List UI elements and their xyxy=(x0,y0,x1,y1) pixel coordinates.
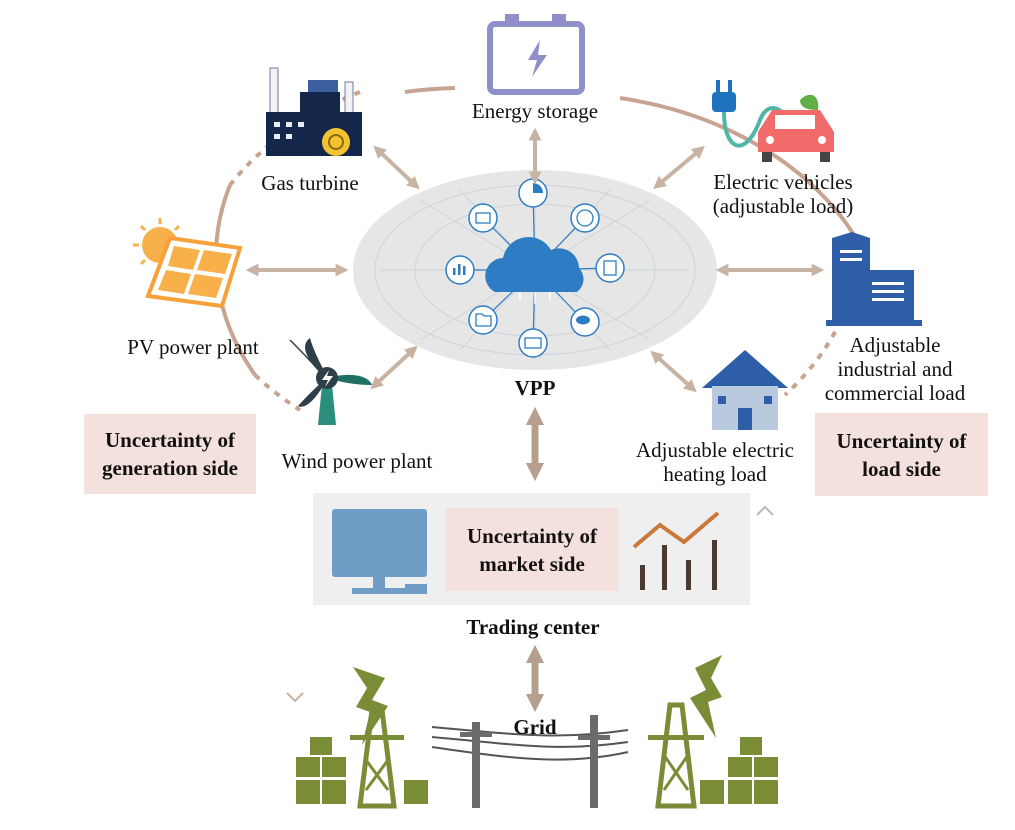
globe-icon xyxy=(570,203,600,233)
electric-vehicles-label: Electric vehicles (adjustable load) xyxy=(712,170,854,218)
vpp-network xyxy=(353,170,717,370)
industrial-load-label: Adjustable industrial and commercial loa… xyxy=(824,333,966,405)
gas-turbine-label: Gas turbine xyxy=(261,171,359,195)
solar-panel-icon xyxy=(133,218,243,309)
pv-power-plant-label: PV power plant xyxy=(127,335,259,359)
office-building-icon xyxy=(826,232,922,326)
chevron-up-icon xyxy=(756,505,774,516)
monitor-icon xyxy=(332,509,427,594)
cloud-icon xyxy=(485,237,584,292)
wind-turbine-icon xyxy=(289,338,372,425)
market-chart-icon xyxy=(632,511,720,590)
heating-load-label: Adjustable electric heating load xyxy=(635,438,794,486)
folder-icon xyxy=(468,305,498,335)
car-charging-icon xyxy=(712,80,834,162)
factory-icon xyxy=(266,67,362,156)
contacts-icon xyxy=(595,253,625,283)
mail-icon xyxy=(468,203,498,233)
wind-power-plant-label: Wind power plant xyxy=(281,449,433,473)
house-icon xyxy=(702,350,788,430)
generation-uncertainty-box: Uncertainty of generation side xyxy=(84,414,256,494)
load-uncertainty-box: Uncertainty of load side xyxy=(815,413,988,496)
chevron-down-icon xyxy=(286,692,304,703)
battery-icon xyxy=(487,14,585,95)
trading-center-label: Trading center xyxy=(466,615,600,639)
market-uncertainty-box: Uncertainty of market side xyxy=(446,508,618,591)
grid-label: Grid xyxy=(513,715,557,739)
transmission-tower-icon xyxy=(296,667,428,809)
transmission-tower-icon xyxy=(648,655,778,809)
vpp-label: VPP xyxy=(514,376,556,400)
id-card-icon xyxy=(518,328,548,358)
energy-storage-label: Energy storage xyxy=(471,99,599,123)
power-line-icon xyxy=(431,715,629,808)
connection-arrows xyxy=(245,127,825,393)
